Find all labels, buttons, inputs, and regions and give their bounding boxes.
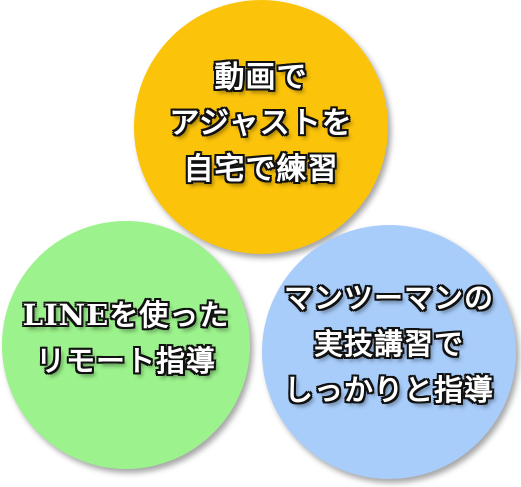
video-practice-label: 動画で アジャストを 自宅で練習	[169, 55, 352, 193]
line-remote-circle: LINEを使った リモート指導	[2, 221, 250, 469]
one-on-one-circle: マンツーマンの 実技講習で しっかりと指導	[262, 225, 516, 479]
video-practice-line-3: 自宅で練習	[183, 152, 339, 187]
video-practice-circle: 動画で アジャストを 自宅で練習	[134, 0, 388, 254]
line-remote-line-2: リモート指導	[35, 344, 216, 378]
one-on-one-line-2: 実技講習で	[313, 327, 464, 361]
one-on-one-line-3: しっかりと指導	[283, 373, 494, 407]
line-remote-label: LINEを使った リモート指導	[23, 292, 230, 384]
video-practice-line-2: アジャストを	[169, 106, 353, 141]
line-remote-line-1: LINEを使った	[22, 298, 230, 332]
video-practice-line-1: 動画で	[214, 60, 308, 95]
one-on-one-line-1: マンツーマンの	[283, 281, 494, 315]
one-on-one-label: マンツーマンの 実技講習で しっかりと指導	[284, 275, 494, 413]
